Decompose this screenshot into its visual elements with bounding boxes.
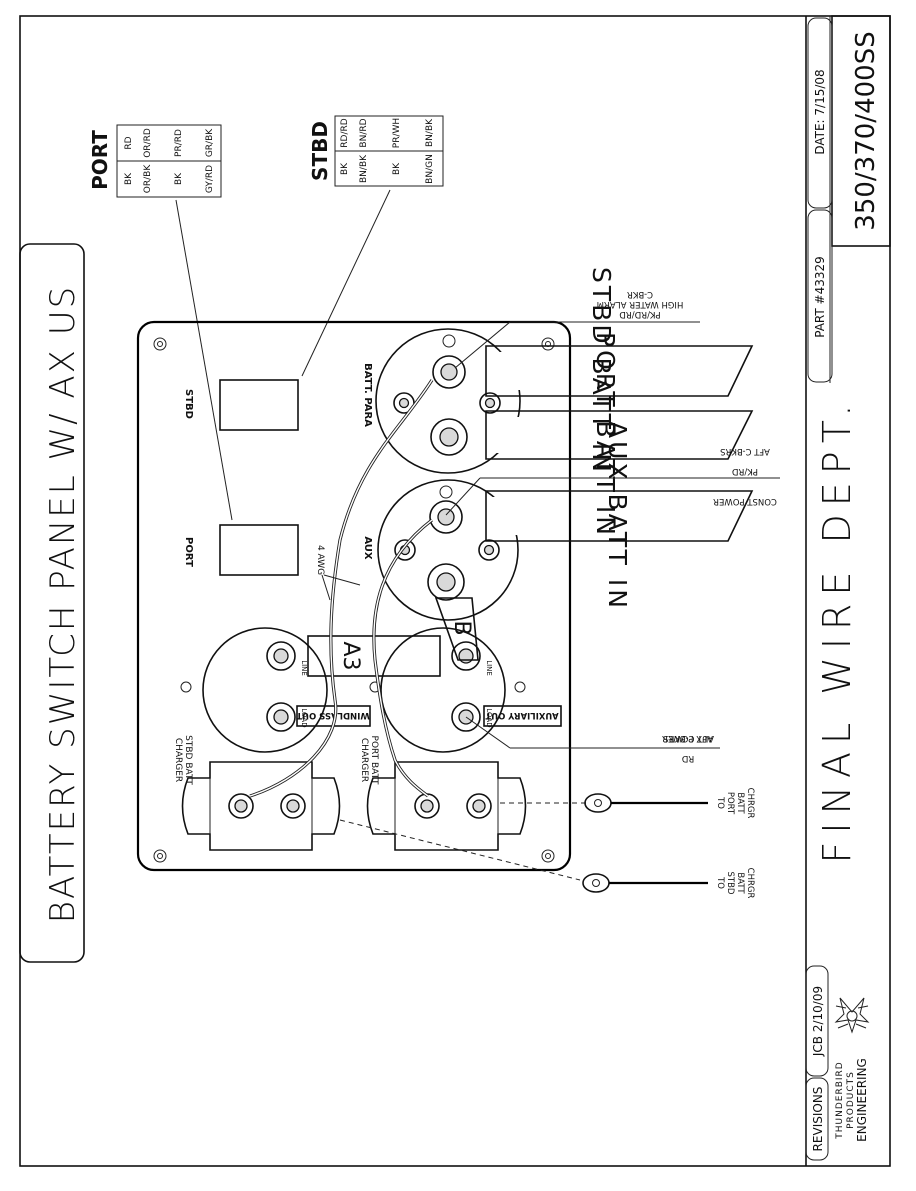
svg-text:PK/RD/RD: PK/RD/RD bbox=[619, 309, 661, 319]
port-charger-output bbox=[500, 793, 708, 813]
svg-text:LINE: LINE bbox=[300, 660, 308, 676]
svg-text:CHRGR: CHRGR bbox=[745, 868, 755, 899]
svg-text:CHARGER: CHARGER bbox=[359, 738, 369, 782]
svg-text:BN/RD: BN/RD bbox=[359, 118, 369, 147]
port-charger-block bbox=[366, 761, 527, 851]
stbd-charger-output bbox=[339, 819, 708, 893]
svg-text:RD: RD bbox=[681, 753, 694, 763]
aux-power-note: RD AUX POWER AFT C-BKRS bbox=[465, 716, 720, 763]
svg-text:AFT C-BKRS: AFT C-BKRS bbox=[663, 733, 713, 743]
svg-text:LOAD: LOAD bbox=[300, 708, 308, 727]
svg-text:CONST POWER: CONST POWER bbox=[713, 496, 777, 506]
svg-text:TO: TO bbox=[715, 796, 725, 809]
svg-text:GY/RD: GY/RD bbox=[205, 165, 215, 193]
svg-text:BN/BK: BN/BK bbox=[359, 154, 369, 183]
high-water-note: PK/RD/RD HIGH WATER ALARM C-BKR bbox=[454, 289, 700, 369]
switch-panel bbox=[136, 320, 572, 872]
part-number: PART #43329 bbox=[813, 256, 827, 338]
aux-panel-label: AUX bbox=[362, 536, 373, 560]
svg-text:HIGH WATER ALARM: HIGH WATER ALARM bbox=[597, 299, 684, 309]
svg-text:STBD: STBD bbox=[725, 872, 735, 895]
svg-text:TO: TO bbox=[715, 876, 725, 889]
auxiliary-out-label: AUXILIARY OUT bbox=[485, 710, 558, 720]
svg-text:BK: BK bbox=[124, 172, 134, 185]
stbd-batt-in-label: STBD BATT IN bbox=[587, 267, 616, 475]
svg-text:OR/RD: OR/RD bbox=[143, 128, 153, 158]
svg-text:BN/GN: BN/GN bbox=[425, 154, 435, 184]
title-block bbox=[805, 15, 891, 1166]
aux-switch bbox=[377, 479, 519, 621]
svg-text:PK/RD: PK/RD bbox=[732, 466, 758, 476]
svg-text:GR/BK: GR/BK bbox=[205, 128, 215, 157]
stbd-wire-label: STBD RD/RD BK BN/RD BN/BK PR/WH BK BN/BK… bbox=[308, 115, 444, 187]
svg-text:LINE: LINE bbox=[485, 660, 493, 676]
port-label-title: PORT bbox=[88, 130, 112, 190]
svg-text:RD: RD bbox=[124, 136, 134, 149]
svg-text:CHRGR: CHRGR bbox=[745, 788, 755, 819]
main-title: BATTERY SWITCH PANEL W/ AX US bbox=[43, 285, 83, 923]
svg-text:ENGINEERING: ENGINEERING bbox=[855, 1058, 869, 1142]
const-power-note: PK/RD CONST POWER AFT C-BKRS bbox=[445, 446, 780, 516]
svg-text:PORT: PORT bbox=[725, 792, 735, 815]
breaker-b-label: B bbox=[449, 620, 474, 635]
svg-text:LOAD: LOAD bbox=[485, 708, 493, 727]
svg-text:BK: BK bbox=[174, 172, 184, 185]
drawing-date: DATE: 7/15/08 bbox=[813, 69, 827, 154]
model-number: 350/370/400SS bbox=[851, 31, 881, 230]
svg-text:STBD BATT: STBD BATT bbox=[183, 735, 193, 785]
wire-gauge-label: 4 AWG bbox=[315, 545, 325, 575]
port-label-window bbox=[219, 524, 299, 576]
port-label-leader bbox=[175, 199, 233, 521]
stbd-label-title: STBD bbox=[308, 121, 332, 181]
svg-text:BATT: BATT bbox=[735, 792, 745, 814]
svg-text:PRODUCTS: PRODUCTS bbox=[846, 1071, 856, 1129]
batt-para-label: BATT. PARA bbox=[362, 363, 373, 427]
aux-to-breaker-strap bbox=[434, 597, 479, 661]
svg-text:AUX POWER: AUX POWER bbox=[662, 733, 714, 743]
aux-batt-in-label: AUX BATT IN bbox=[603, 421, 632, 611]
title-box bbox=[19, 243, 85, 963]
breaker-a bbox=[202, 627, 328, 753]
port-panel-label: PORT bbox=[183, 537, 194, 567]
thunderbird-logo bbox=[834, 997, 870, 1034]
aux-batt-in-flag: AUX BATT IN bbox=[485, 421, 754, 611]
windlass-out-label: WINDLASS OUT bbox=[296, 710, 370, 720]
svg-text:PR/WH: PR/WH bbox=[392, 118, 402, 148]
svg-text:C-BKR: C-BKR bbox=[627, 289, 653, 299]
svg-text:AFT C-BKRS: AFT C-BKRS bbox=[720, 446, 770, 456]
revisions-label: REVISIONS bbox=[811, 1087, 825, 1152]
revisions-block bbox=[805, 965, 829, 1161]
batt-para-switch bbox=[375, 328, 521, 474]
svg-text:CHARGER: CHARGER bbox=[173, 738, 183, 782]
svg-text:RD/RD: RD/RD bbox=[340, 118, 350, 147]
port-batt-in-label: PORT BATT IN bbox=[591, 332, 620, 538]
svg-text:BK: BK bbox=[340, 162, 350, 175]
stbd-panel-label: STBD bbox=[183, 389, 194, 419]
stbd-charger-block bbox=[181, 761, 341, 851]
stbd-label-leader bbox=[301, 189, 391, 377]
stbd-label-window bbox=[219, 379, 299, 431]
svg-text:THUNDERBIRD: THUNDERBIRD bbox=[835, 1061, 845, 1139]
svg-text:BK: BK bbox=[392, 162, 402, 175]
final-wire-dept: FINAL WIRE DEPT. bbox=[815, 397, 859, 864]
wire-harness bbox=[249, 379, 434, 798]
port-batt-in-flag: PORT BATT IN bbox=[485, 332, 754, 538]
stbd-batt-in-flag: STBD BATT IN bbox=[485, 267, 754, 475]
svg-text:PR/RD: PR/RD bbox=[174, 129, 184, 157]
breaker-a-label: A3 bbox=[338, 641, 363, 670]
revision-entry: JCB 2/10/09 bbox=[811, 986, 825, 1057]
breaker-b bbox=[380, 627, 506, 753]
svg-text:PORT BATT: PORT BATT bbox=[369, 736, 379, 785]
svg-text:BATT: BATT bbox=[735, 872, 745, 894]
svg-text:OR/BK: OR/BK bbox=[143, 164, 153, 194]
svg-text:BN/BK: BN/BK bbox=[425, 118, 435, 147]
auxiliary-out-tag bbox=[483, 705, 562, 727]
port-wire-label: PORT RD BK OR/RD OR/BK PR/RD BK GR/BK GY… bbox=[88, 124, 222, 198]
